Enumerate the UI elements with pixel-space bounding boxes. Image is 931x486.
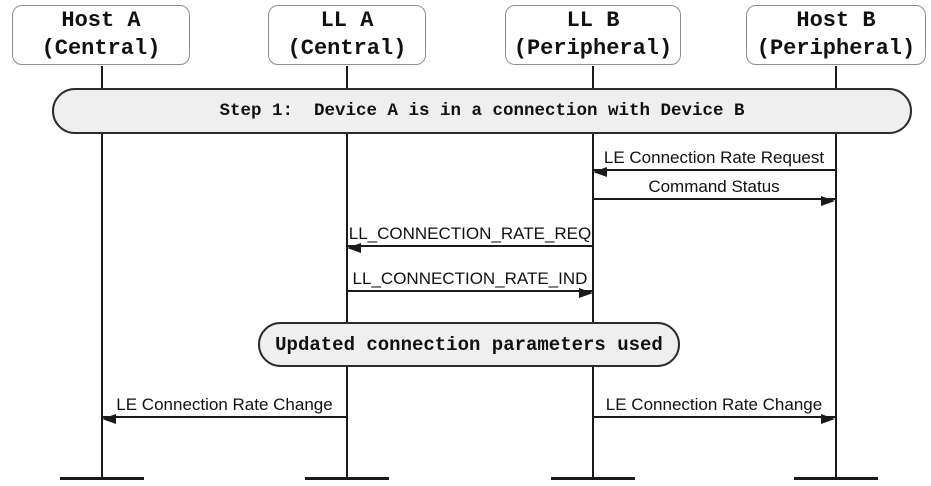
- lifeline-ll-b: [592, 66, 594, 480]
- step-banner-label: Step 1: Device A is in a connection with…: [219, 101, 745, 121]
- message-arrow-line: [347, 288, 593, 298]
- message-command-status: Command Status: [593, 175, 835, 206]
- message-le-connection-rate-change-left: LE Connection Rate Change: [102, 393, 347, 424]
- message-ll-connection-rate-ind: LL_CONNECTION_RATE_IND: [347, 267, 593, 298]
- lifeline-terminator-ll-b: [551, 477, 635, 480]
- lifeline-host-b: [835, 66, 837, 480]
- message-le-connection-rate-change-right: LE Connection Rate Change: [593, 393, 835, 424]
- lifeline-ll-a: [346, 66, 348, 480]
- actor-box-host-a: Host A (Central): [12, 5, 190, 65]
- message-arrow-line: [593, 414, 835, 424]
- note-label: Updated connection parameters used: [275, 333, 663, 356]
- message-label: LE Connection Rate Change: [116, 395, 333, 414]
- actor-name: Host B: [796, 8, 876, 33]
- message-label: LE Connection Rate Change: [605, 395, 823, 414]
- actor-role: (Peripheral): [756, 36, 916, 61]
- actor-name: LL A: [320, 8, 374, 33]
- arrowhead-right-icon: [821, 196, 835, 206]
- message-ll-connection-rate-req: LL_CONNECTION_RATE_REQ: [347, 222, 593, 253]
- actor-box-host-b: Host B (Peripheral): [746, 5, 926, 65]
- message-label: LL_CONNECTION_RATE_REQ: [348, 224, 592, 243]
- actor-role: (Central): [41, 36, 161, 61]
- message-arrow-line: [593, 167, 835, 177]
- actor-role: (Central): [287, 36, 407, 61]
- arrowhead-left-icon: [347, 243, 361, 253]
- message-arrow-line: [593, 196, 835, 206]
- message-label: Command Status: [648, 177, 780, 196]
- message-label: LE Connection Rate Request: [603, 148, 825, 167]
- message-arrow-line: [347, 243, 593, 253]
- arrowhead-left-icon: [102, 414, 116, 424]
- arrowhead-left-icon: [593, 167, 607, 177]
- step-banner: Step 1: Device A is in a connection with…: [52, 88, 912, 134]
- arrowhead-right-icon: [821, 414, 835, 424]
- actor-box-ll-b: LL B (Peripheral): [505, 5, 681, 65]
- actor-name: LL B: [566, 8, 620, 33]
- message-arrow-line: [102, 414, 347, 424]
- lifeline-host-a: [101, 66, 103, 480]
- arrowhead-right-icon: [579, 288, 593, 298]
- lifeline-terminator-host-b: [794, 477, 878, 480]
- lifeline-terminator-host-a: [60, 477, 144, 480]
- note-updated-parameters: Updated connection parameters used: [258, 322, 680, 367]
- message-label: LL_CONNECTION_RATE_IND: [352, 269, 588, 288]
- actor-name: Host A: [61, 8, 141, 33]
- lifeline-terminator-ll-a: [305, 477, 389, 480]
- message-le-connection-rate-request: LE Connection Rate Request: [593, 146, 835, 177]
- actor-box-ll-a: LL A (Central): [268, 5, 426, 65]
- actor-role: (Peripheral): [513, 36, 673, 61]
